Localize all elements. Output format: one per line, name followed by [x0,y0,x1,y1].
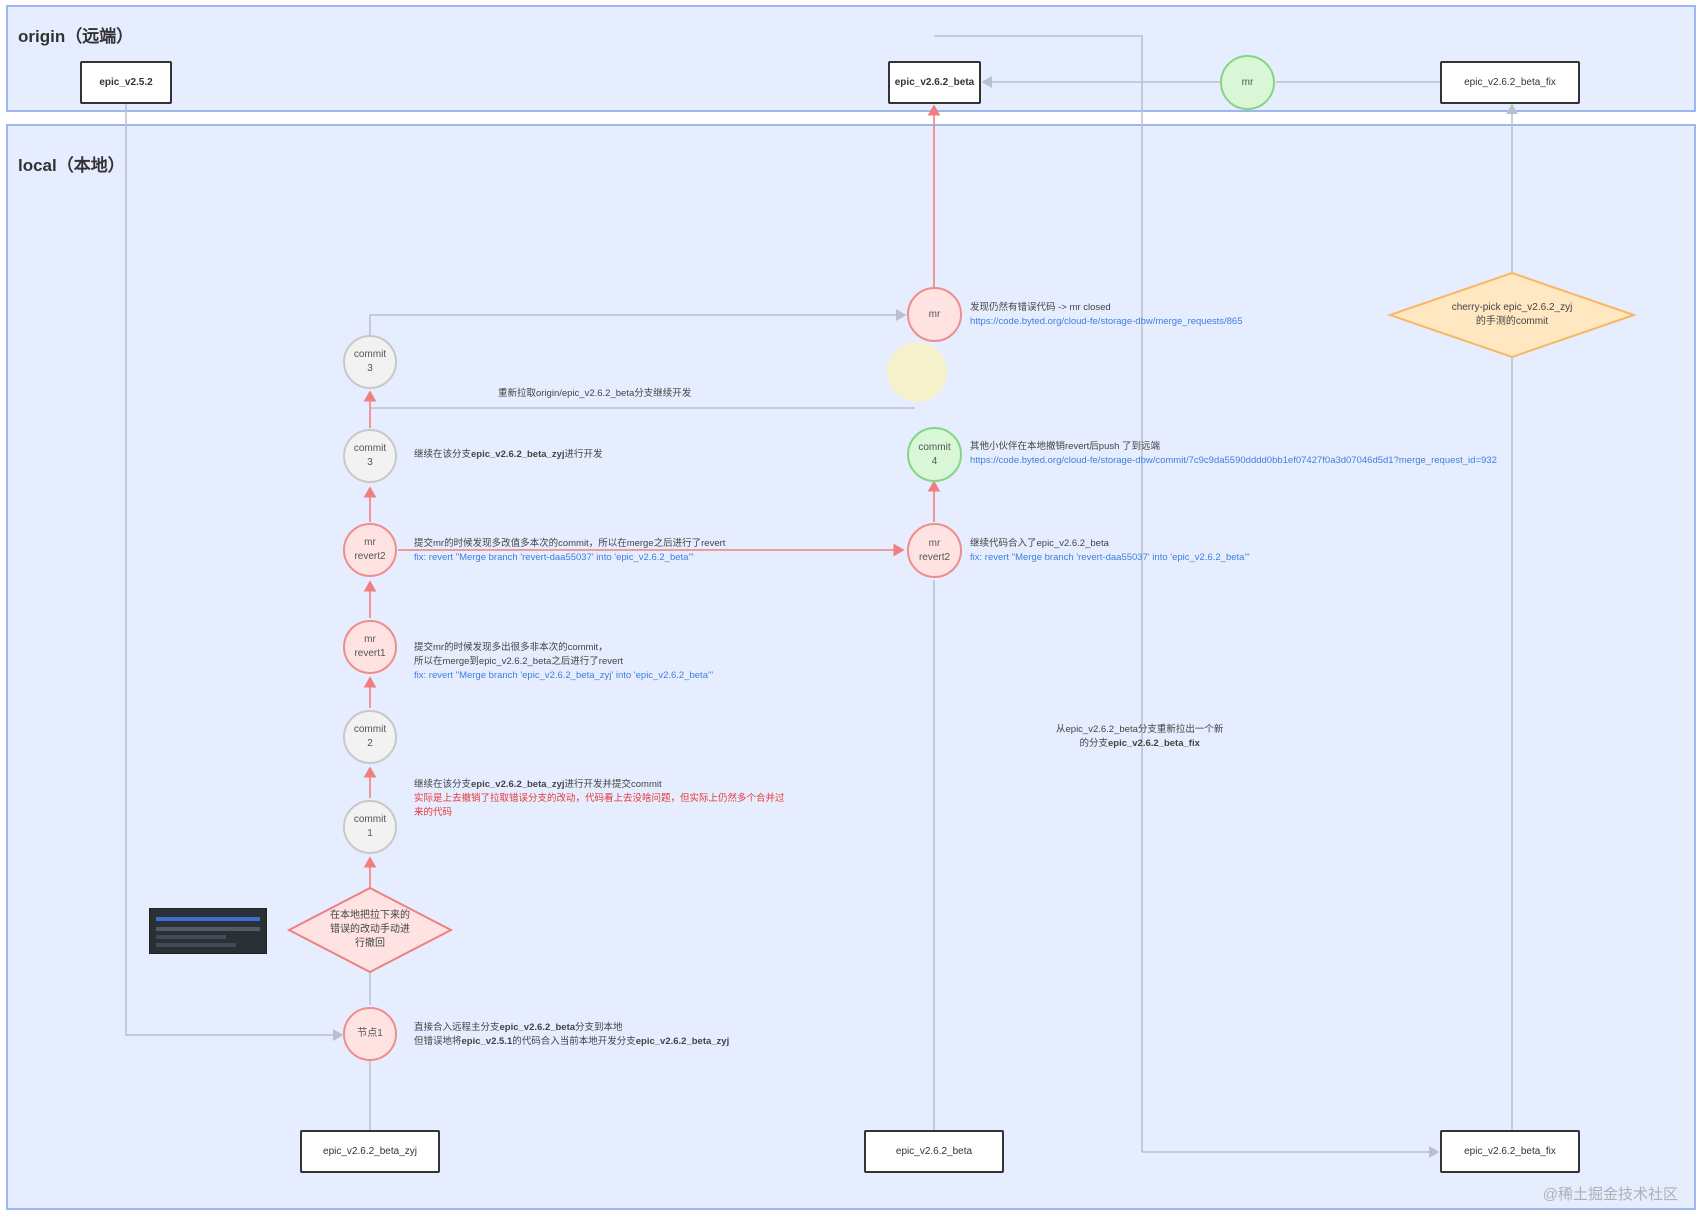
revert2-right-link[interactable]: fix: revert "Merge branch 'revert-daa550… [970,552,1250,563]
revert2-text: 提交mr的时候发现多改值多本次的commit，所以在merge之后进行了reve… [414,538,726,549]
commit1-note: 继续在该分支epic_v2.6.2_beta_zyj进行开发并提交commit … [414,778,785,820]
node1-l2-b1: epic_v2.5.1 [461,1036,513,1047]
node1-l2-mid: 的代码合入当前本地开发分支 [512,1036,636,1047]
local-op-diamond-label: 在本地把拉下来的 错误的改动手动进 行撤回 [330,910,410,949]
line-commit3-to-mr [369,309,907,340]
commit1-post: 进行开发并提交commit [564,779,662,790]
local-lane-title: local（本地） [18,156,125,175]
commit1-red1: 实际是上去撤销了拉取错误分支的改动，代码看上去没啥问题，但实际上仍然多个合并过 [414,793,785,804]
commit4-node: commit 4 [907,427,962,482]
screenshot-thumbnail [149,908,267,954]
origin-lane [6,5,1696,112]
mr-origin-node: mr [1220,55,1275,110]
fix-line1: 从epic_v2.6.2_beta分支重新拉出一个新 [1056,724,1224,735]
revert1-note: 提交mr的时候发现多出很多非本次的commit， 所以在merge到epic_v… [414,641,713,683]
line-v251-to-node1 [125,104,344,1041]
commit1-pre: 继续在该分支 [414,779,472,790]
revert1-line1: 提交mr的时候发现多出很多非本次的commit， [414,642,608,653]
commit1-red2: 来的代码 [414,807,453,818]
commit3-node: commit 3 [343,429,397,483]
local-op-diamond [286,886,454,974]
local-box-epic-beta-fix: epic_v2.6.2_beta_fix [1440,1130,1580,1173]
watermark: @稀土掘金技术社区 [1542,1186,1678,1203]
commit1-node: commit 1 [343,800,397,854]
origin-lane-title: origin（远端） [18,27,134,46]
mr-closed-link[interactable]: https://code.byted.org/cloud-fe/storage-… [970,316,1243,327]
highlight-marker [887,342,947,402]
origin-box-epic-beta-fix: epic_v2.6.2_beta_fix [1440,61,1580,104]
commit3-note-post: 进行开发 [564,449,603,460]
mr-revert2-right-node: mr revert2 [907,523,962,578]
revert2-link[interactable]: fix: revert "Merge branch 'revert-daa550… [414,552,694,563]
node1-l2-pre: 但错误地将 [414,1036,462,1047]
mr-revert2-left-node: mr revert2 [343,523,397,577]
local-box-epic-beta: epic_v2.6.2_beta [864,1130,1004,1173]
mr-closed-text: 发现仍然有错误代码 -> mr closed [970,302,1111,313]
revert2-right-note: 继续代码合入了epic_v2.6.2_beta fix: revert "Mer… [970,537,1250,565]
mr-revert1-node: mr revert1 [343,620,397,674]
node1: 节点1 [343,1007,397,1061]
mr-local-node: mr [907,287,962,342]
commit4-note: 其他小伙伴在本地撤销revert后push 了到远端 https://code.… [970,440,1497,468]
revert2-note: 提交mr的时候发现多改值多本次的commit，所以在merge之后进行了reve… [414,537,725,565]
origin-box-epic-v252: epic_v2.5.2 [80,61,172,104]
mr-closed-note: 发现仍然有错误代码 -> mr closed https://code.byte… [970,301,1243,329]
node1-l2-b2: epic_v2.6.2_beta_zyj [635,1036,730,1047]
revert2-right-text: 继续代码合入了epic_v2.6.2_beta [970,538,1109,549]
commit1-branch: epic_v2.6.2_beta_zyj [471,779,565,790]
origin-box-epic-beta: epic_v2.6.2_beta [888,61,981,104]
revert1-line2: 所以在merge到epic_v2.6.2_beta之后进行了revert [414,656,624,667]
fix-line2-pre: 的分支 [1079,738,1108,749]
fix-line2-branch: epic_v2.6.2_beta_fix [1107,738,1200,749]
fix-branch-note: 从epic_v2.6.2_beta分支重新拉出一个新 的分支epic_v2.6.… [1056,723,1223,751]
node1-l1-pre: 直接合入远程主分支 [414,1022,500,1033]
local-lane [6,124,1696,1210]
line-fix-pull [934,35,1143,1152]
commit4-link[interactable]: https://code.byted.org/cloud-fe/storage-… [970,455,1497,466]
commit3-note-branch: epic_v2.6.2_beta_zyj [471,449,565,460]
pull-again-note: 重新拉取origin/epic_v2.6.2_beta分支继续开发 [498,388,692,399]
cherry-pick-diamond [1386,271,1638,359]
commit4-text: 其他小伙伴在本地撤销revert后push 了到远端 [970,441,1161,452]
node1-note: 直接合入远程主分支epic_v2.6.2_beta分支到本地 但错误地将epic… [414,1021,729,1049]
revert1-link[interactable]: fix: revert "Merge branch 'epic_v2.6.2_b… [414,670,714,681]
cherry-pick-diamond-label: cherry-pick epic_v2.6.2_zyj 的手测的commit [1451,302,1573,327]
commit3-note-pre: 继续在该分支 [414,449,472,460]
commit3-note: 继续在该分支epic_v2.6.2_beta_zyj进行开发 [414,448,603,462]
commit2-node: commit 2 [343,710,397,764]
node1-l1-post: 分支到本地 [575,1022,623,1033]
local-box-epic-beta-zyj: epic_v2.6.2_beta_zyj [300,1130,440,1173]
commit3-top-node: commit 3 [343,335,397,389]
node1-l1-branch: epic_v2.6.2_beta [499,1022,576,1033]
